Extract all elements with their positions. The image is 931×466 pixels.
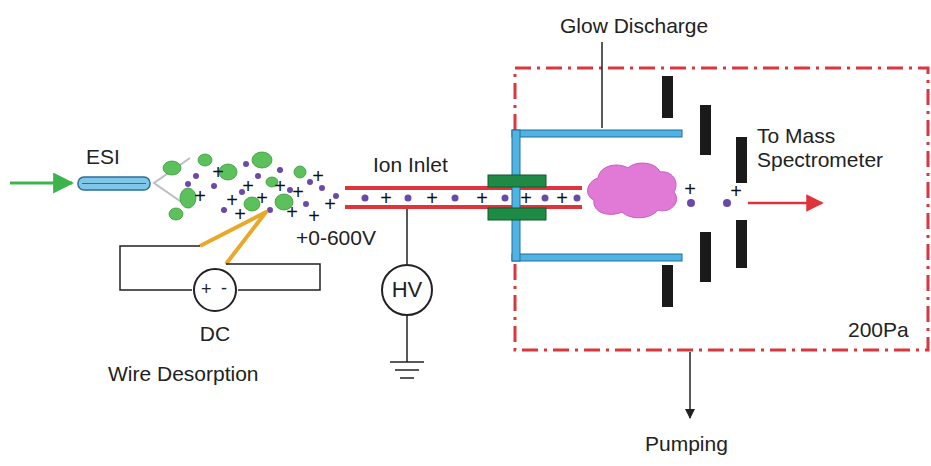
text-label: Wire Desorption <box>108 362 259 386</box>
flange <box>488 175 546 187</box>
esi-needle <box>78 177 150 190</box>
desorption-wire <box>200 212 266 264</box>
charge-sign: + <box>286 202 298 222</box>
dc-supply: +-DC <box>193 268 237 312</box>
ion-dot <box>687 199 695 207</box>
hv-supply: HV <box>381 264 433 316</box>
ion-inlet: Ion Inlet <box>345 186 582 209</box>
glow-plasma <box>588 163 677 218</box>
node-text: Ion Inlet <box>373 153 448 176</box>
ion-optics <box>662 76 747 307</box>
leader-line <box>601 42 603 128</box>
node-text: + <box>201 280 212 300</box>
charge-sign: + <box>212 162 224 182</box>
charge-sign: + <box>380 188 392 208</box>
ground-symbol <box>390 316 424 378</box>
charge-sign: + <box>324 194 336 214</box>
circuit-wire <box>226 264 320 290</box>
esi-source: ESI <box>78 177 150 190</box>
charge-sign: + <box>556 188 568 208</box>
text-label: 200Pa <box>848 318 909 342</box>
charge-sign: + <box>256 188 268 208</box>
flow-arrow <box>10 182 72 185</box>
text-label: Glow Discharge <box>560 14 708 38</box>
ion-dot <box>723 199 731 207</box>
charge-sign: + <box>312 166 324 186</box>
circuit-wire <box>120 246 200 290</box>
node-text: ESI <box>86 145 120 168</box>
charge-sign: + <box>308 206 320 226</box>
output-arrow <box>748 202 822 205</box>
wire <box>406 209 408 264</box>
discharge-chamber <box>512 130 682 261</box>
text-label: To Mass Spectrometer <box>757 124 917 172</box>
charge-sign: + <box>520 188 532 208</box>
flange <box>488 208 546 220</box>
node-text: - <box>221 279 227 299</box>
node-text: HV <box>392 278 423 302</box>
pumping-arrow <box>689 352 691 418</box>
charge-sign: + <box>242 176 254 196</box>
charge-sign: + <box>194 186 206 206</box>
charge-sign: + <box>426 188 438 208</box>
charge-sign: + <box>274 176 286 196</box>
node-text: DC <box>200 322 230 345</box>
needle-bore <box>82 183 146 184</box>
text-label: Pumping <box>645 432 728 456</box>
charge-sign: + <box>292 182 304 202</box>
charge-sign: + <box>476 188 488 208</box>
charge-sign: + <box>684 179 696 199</box>
text-label: +0-600V <box>296 226 376 250</box>
charge-sign: + <box>234 204 246 224</box>
ion-dots <box>362 195 581 202</box>
charge-sign: + <box>730 181 742 201</box>
